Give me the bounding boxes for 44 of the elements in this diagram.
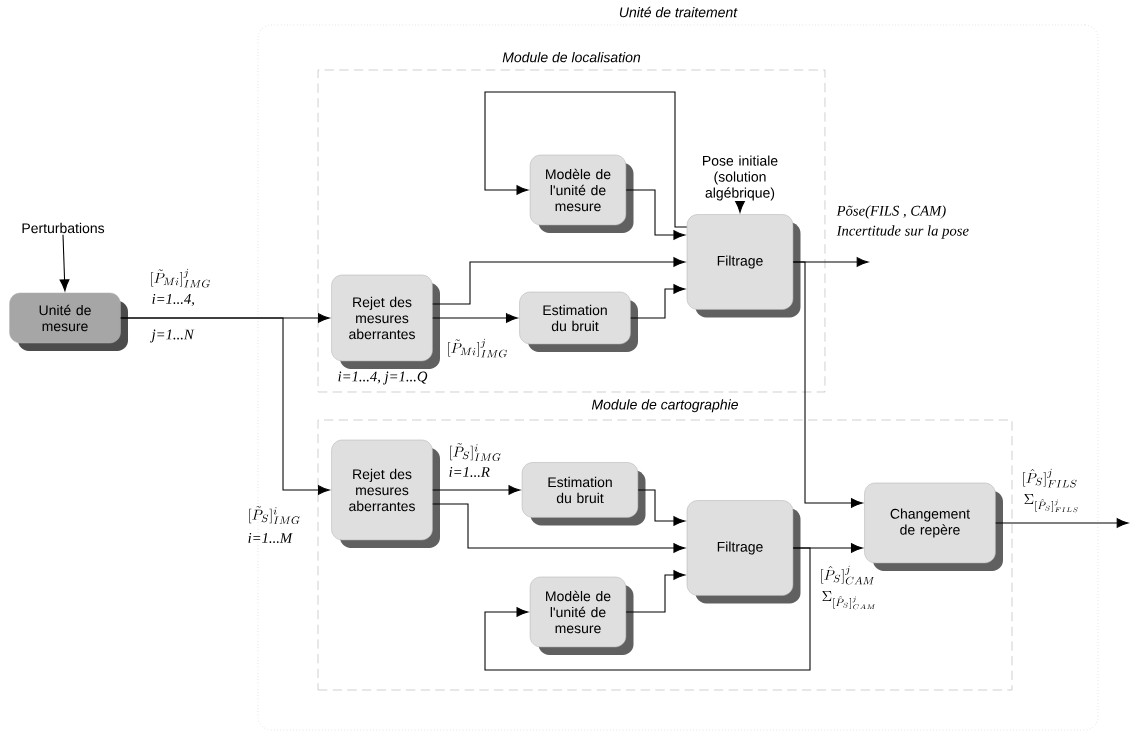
process-box: Unité de mesure [9,292,128,351]
math-label: $[\hat{P}_{S}]^{j}_{FILS}$ [1023,468,1077,488]
module-title: Module de localisation [502,52,641,63]
arrow [432,313,518,323]
math-label: $[\tilde{P}_{S}]^{i}_{IMG}$ [450,443,501,461]
math-label: $\Sigma_{[\hat{P}_{S}]^{j}_{CAM}}$ [822,590,875,610]
process-box: Rejet des mesures aberrantes [331,274,440,369]
process-box: Modèle de l'unité de mesure [529,154,634,233]
arrow [484,91,688,228]
text-label: Pose initiale (solution algébrique) [703,155,778,201]
process-box: Filtrage [686,500,801,604]
process-box: Estimation du bruit [521,462,646,526]
arrow [120,317,330,495]
process-box: Rejet des mesures aberrantes [331,439,440,548]
arrow [484,547,811,671]
math-label: i=1...R [449,467,490,477]
arrow [792,261,863,508]
module-title: Unité de traitement [619,6,738,18]
text-label: Perturbations [22,222,105,234]
arrow [432,485,521,495]
math-label: $[\tilde{P}_{Mi}]^{j}_{IMG}$ [151,268,210,288]
math-label: i=1...4, [152,294,194,306]
arrow [630,284,686,319]
arrow [59,234,70,292]
arrow [432,503,686,553]
process-box: Estimation du bruit [519,291,638,352]
process-box: Changement de repère [864,482,1003,571]
arrow [735,200,745,213]
module-title: Module de cartographie [591,399,738,413]
arrow [995,518,1129,528]
process-box: Filtrage [686,214,801,318]
math-label: $[\tilde{P}_{S}]^{i}_{IMG}$ [249,506,300,524]
math-label: Incertitude sur la pose [836,225,969,239]
math-label: $\Sigma_{[\hat{P}_{S}]^{j}_{FILS}}$ [1024,493,1078,513]
math-label: j=1...N [150,329,195,343]
arrow [625,189,686,240]
arrow [792,543,863,553]
math-label: Põse(FILS , CAM) [836,205,946,219]
arrow [432,257,686,305]
arrow [637,489,686,526]
process-box: Modèle de l'unité de mesure [529,576,634,655]
arrow [625,570,686,613]
math-label: i=1...M [248,533,293,543]
math-label: $[\tilde{P}_{Mi}]^{j}_{IMG}$ [448,338,507,358]
